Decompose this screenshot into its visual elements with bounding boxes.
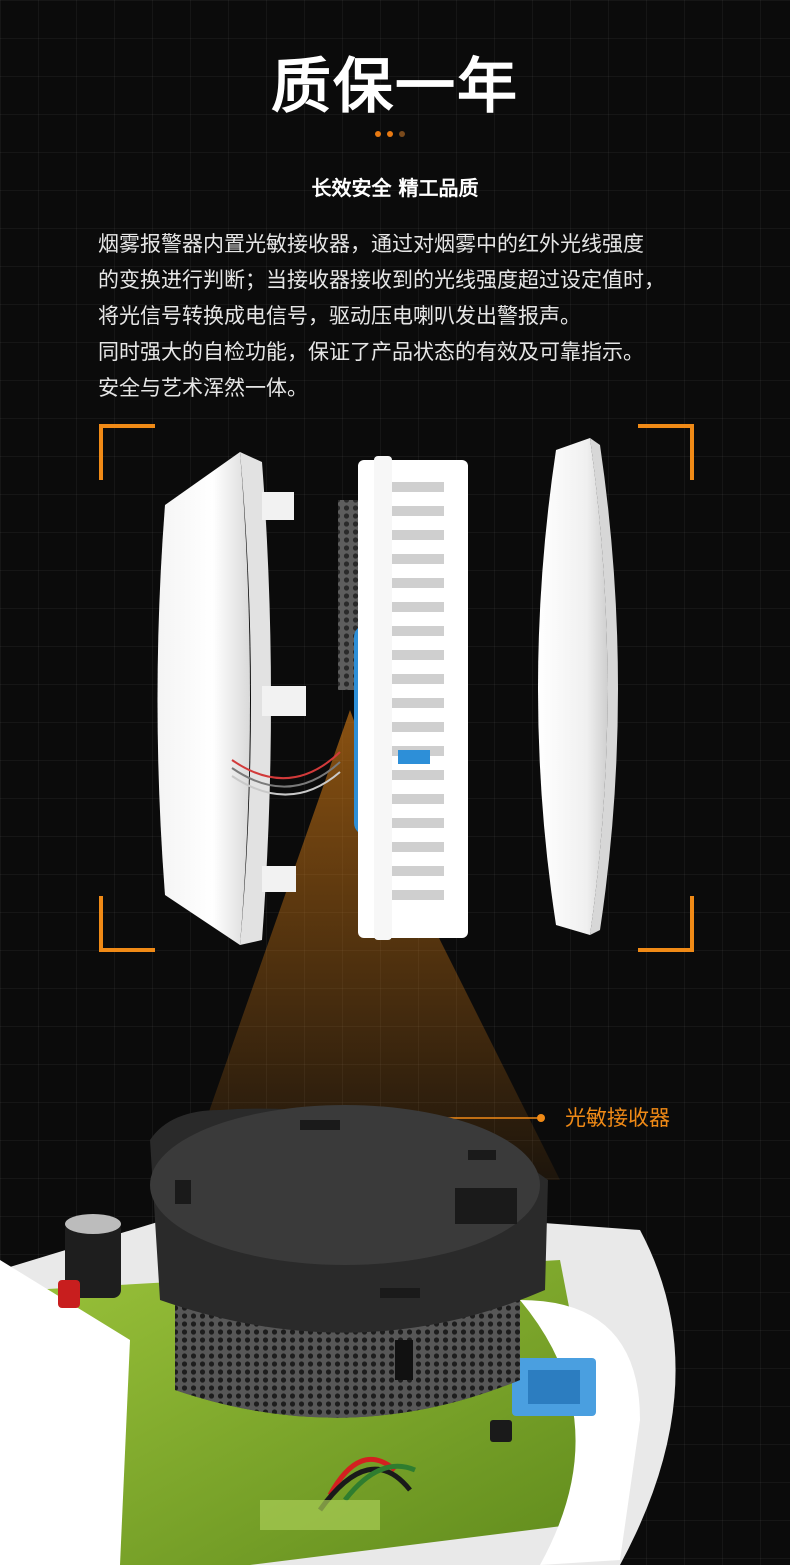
section-subtitle: 长效安全 精工品质 bbox=[311, 176, 479, 200]
description-text: 烟雾报警器内置光敏接收器，通过对烟雾中的红外光线强度 的变换进行判断；当接收器接… bbox=[98, 226, 738, 406]
description-line: 同时强大的自检功能，保证了产品状态的有效及可靠指示。 bbox=[98, 340, 644, 364]
description-line: 烟雾报警器内置光敏接收器，通过对烟雾中的红外光线强度 bbox=[98, 232, 644, 256]
description-line: 将光信号转换成电信号，驱动压电喇叭发出警报声。 bbox=[98, 304, 581, 328]
decorative-dots bbox=[375, 131, 415, 139]
page-title: 质保一年 bbox=[271, 52, 519, 122]
callout-label: 光敏接收器 bbox=[565, 1106, 670, 1130]
focus-frame-corner-bottom-left bbox=[99, 896, 155, 952]
description-line: 安全与艺术浑然一体。 bbox=[98, 376, 308, 400]
optical-chamber-part bbox=[338, 456, 468, 940]
focus-frame-corner-top-right bbox=[638, 424, 694, 480]
description-line: 的变换进行判断；当接收器接收到的光线强度超过设定值时， bbox=[98, 268, 665, 292]
dot-icon bbox=[399, 131, 405, 137]
back-cover-part bbox=[538, 438, 618, 935]
dot-icon bbox=[375, 131, 381, 137]
focus-frame-corner-top-left bbox=[99, 424, 155, 480]
sensor-closeup bbox=[0, 1105, 676, 1565]
front-cover-part bbox=[157, 452, 341, 945]
light-beam bbox=[185, 710, 560, 1180]
dot-icon bbox=[387, 131, 393, 137]
focus-frame-corner-bottom-right bbox=[638, 896, 694, 952]
callout-dot-icon bbox=[537, 1114, 545, 1122]
